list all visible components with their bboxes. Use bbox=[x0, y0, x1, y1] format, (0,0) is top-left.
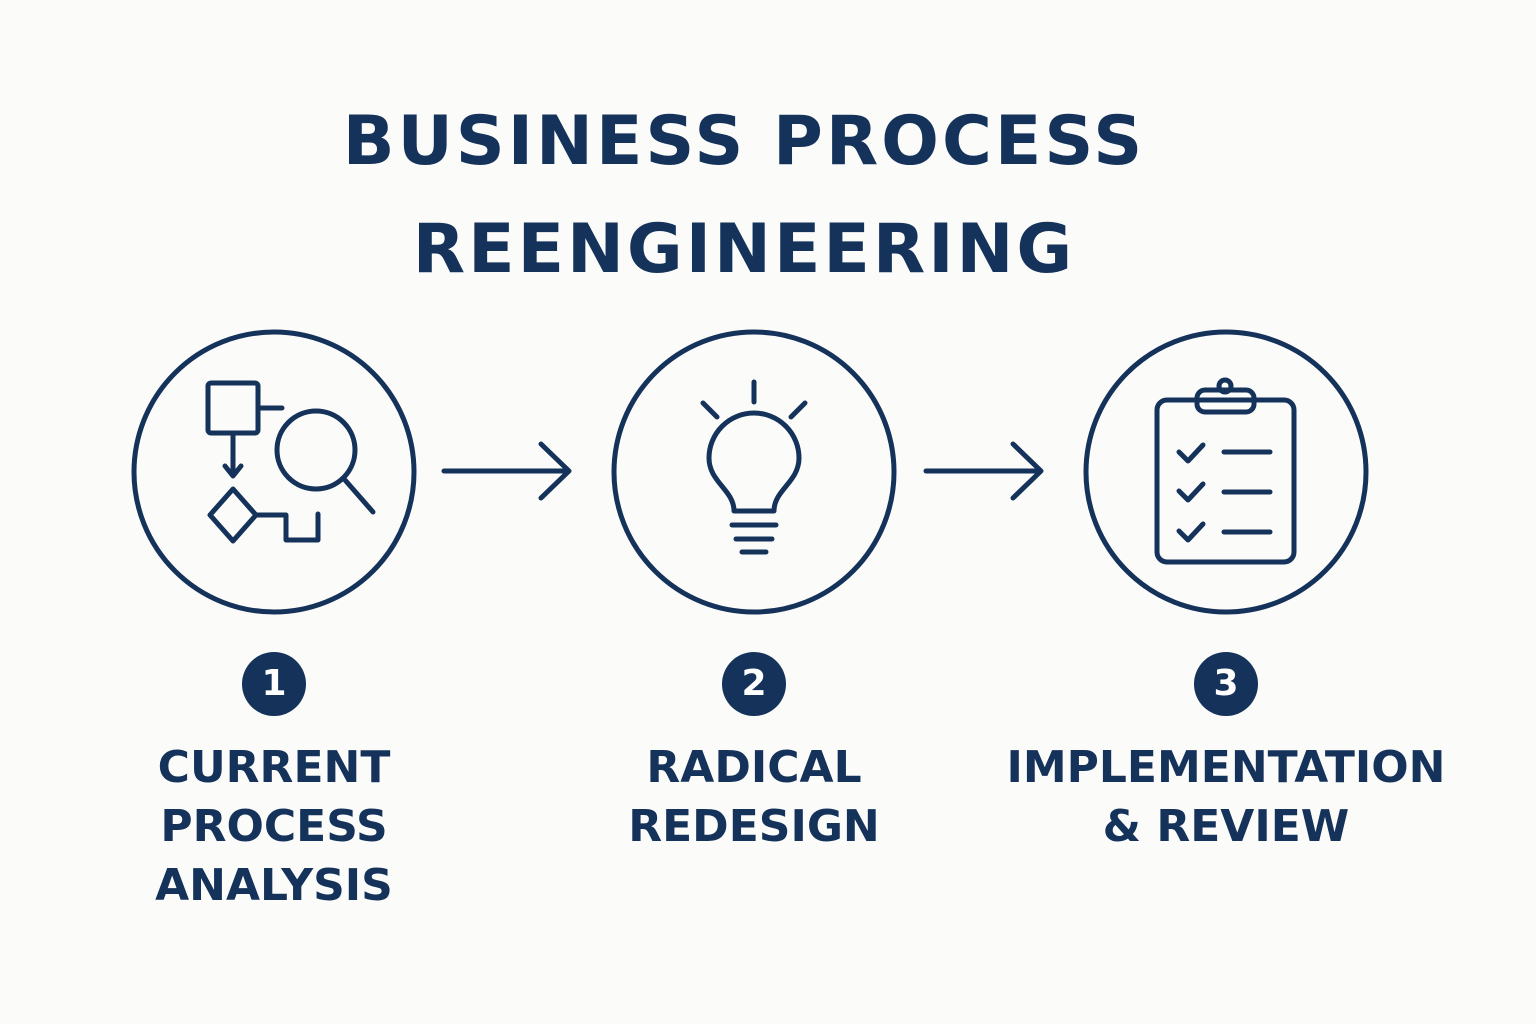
flowchart-magnifier-icon bbox=[205, 380, 376, 544]
step-2-label: RADICAL REDESIGN bbox=[514, 738, 994, 856]
step-1-number-badge: 1 bbox=[242, 652, 306, 716]
arrow-2-to-3 bbox=[923, 441, 1044, 501]
step-2-label-line: REDESIGN bbox=[628, 801, 880, 852]
step-1-label: CURRENT PROCESS ANALYSIS bbox=[34, 738, 514, 915]
step-2-circle bbox=[611, 329, 897, 615]
step-3-circle bbox=[1083, 329, 1369, 615]
title-line-2: REENGINEERING bbox=[412, 210, 1076, 289]
lightbulb-icon bbox=[700, 379, 808, 555]
diagram-title: BUSINESS PROCESS REENGINEERING bbox=[0, 88, 1488, 304]
step-3-label-line: & REVIEW bbox=[1102, 801, 1350, 852]
step-1-label-line: CURRENT bbox=[157, 742, 391, 793]
step-3-label: IMPLEMENTATION & REVIEW bbox=[986, 738, 1466, 856]
arrow-1-to-2 bbox=[441, 441, 572, 501]
title-line-1: BUSINESS PROCESS bbox=[342, 102, 1146, 181]
step-2-number-badge: 2 bbox=[722, 652, 786, 716]
step-1-label-line: PROCESS bbox=[160, 801, 388, 852]
step-3-label-line: IMPLEMENTATION bbox=[1006, 742, 1446, 793]
clipboard-checklist-icon bbox=[1154, 377, 1297, 565]
step-1-label-line: ANALYSIS bbox=[155, 860, 393, 911]
step-1-circle bbox=[131, 329, 417, 615]
step-2-label-line: RADICAL bbox=[646, 742, 862, 793]
step-3-number-badge: 3 bbox=[1194, 652, 1258, 716]
